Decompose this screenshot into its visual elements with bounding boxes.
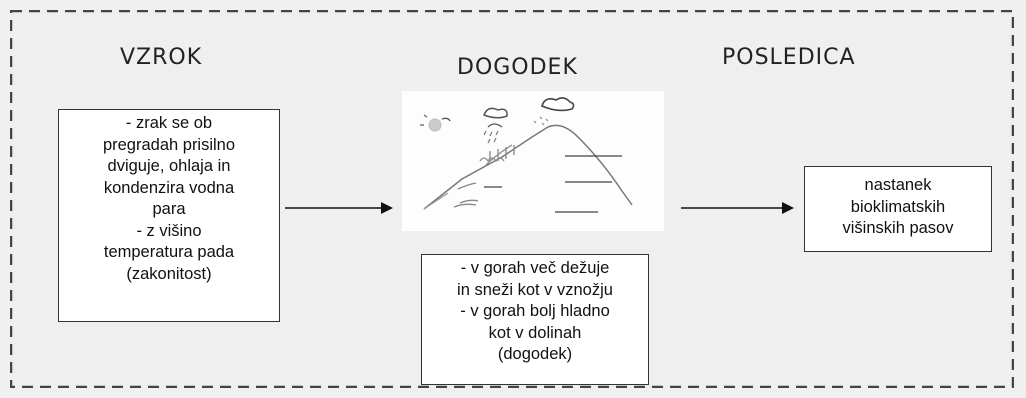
cause-line: kondenzira vodna [103, 178, 235, 197]
event-box: - v gorah več dežuje in sneži kot v vzno… [421, 254, 649, 385]
event-line: (dogodek) [497, 345, 573, 363]
heading-cause: VZROK [120, 45, 203, 70]
dashed-border [10, 10, 1014, 388]
cause-line: para [152, 200, 186, 218]
event-line: - v gorah bolj hladno [460, 302, 610, 320]
event-line: - v gorah več dežuje [460, 259, 610, 277]
event-line: in sneži kot v vznožju [457, 280, 613, 299]
snow-cloud-icon [533, 97, 575, 126]
consequence-line: nastanek [864, 176, 932, 194]
cause-box: - zrak se ob pregradah prisilno dviguje,… [58, 109, 280, 322]
heading-consequence: POSLEDICA [722, 45, 856, 70]
sun-icon [420, 114, 451, 132]
consequence-box: nastanek bioklimatskih višinskih pasov [804, 166, 992, 252]
cause-line: temperatura pada [103, 243, 235, 261]
event-line: kot v dolinah [488, 323, 582, 342]
arrow-right-icon [681, 202, 794, 214]
cause-line: dviguje, ohlaja in [107, 157, 231, 175]
rain-cloud-icon [483, 107, 508, 144]
mountain-sketch [402, 91, 664, 231]
heading-event: DOGODEK [457, 55, 578, 80]
arrow-right-icon [285, 202, 393, 214]
cause-line: (zakonitost) [126, 264, 212, 283]
cause-line: pregradah prisilno [102, 135, 236, 154]
cause-line: - zrak se ob [125, 114, 213, 132]
consequence-line: višinskih pasov [842, 219, 954, 237]
consequence-line: bioklimatskih [850, 197, 946, 216]
cause-line: - z višino [136, 221, 202, 240]
